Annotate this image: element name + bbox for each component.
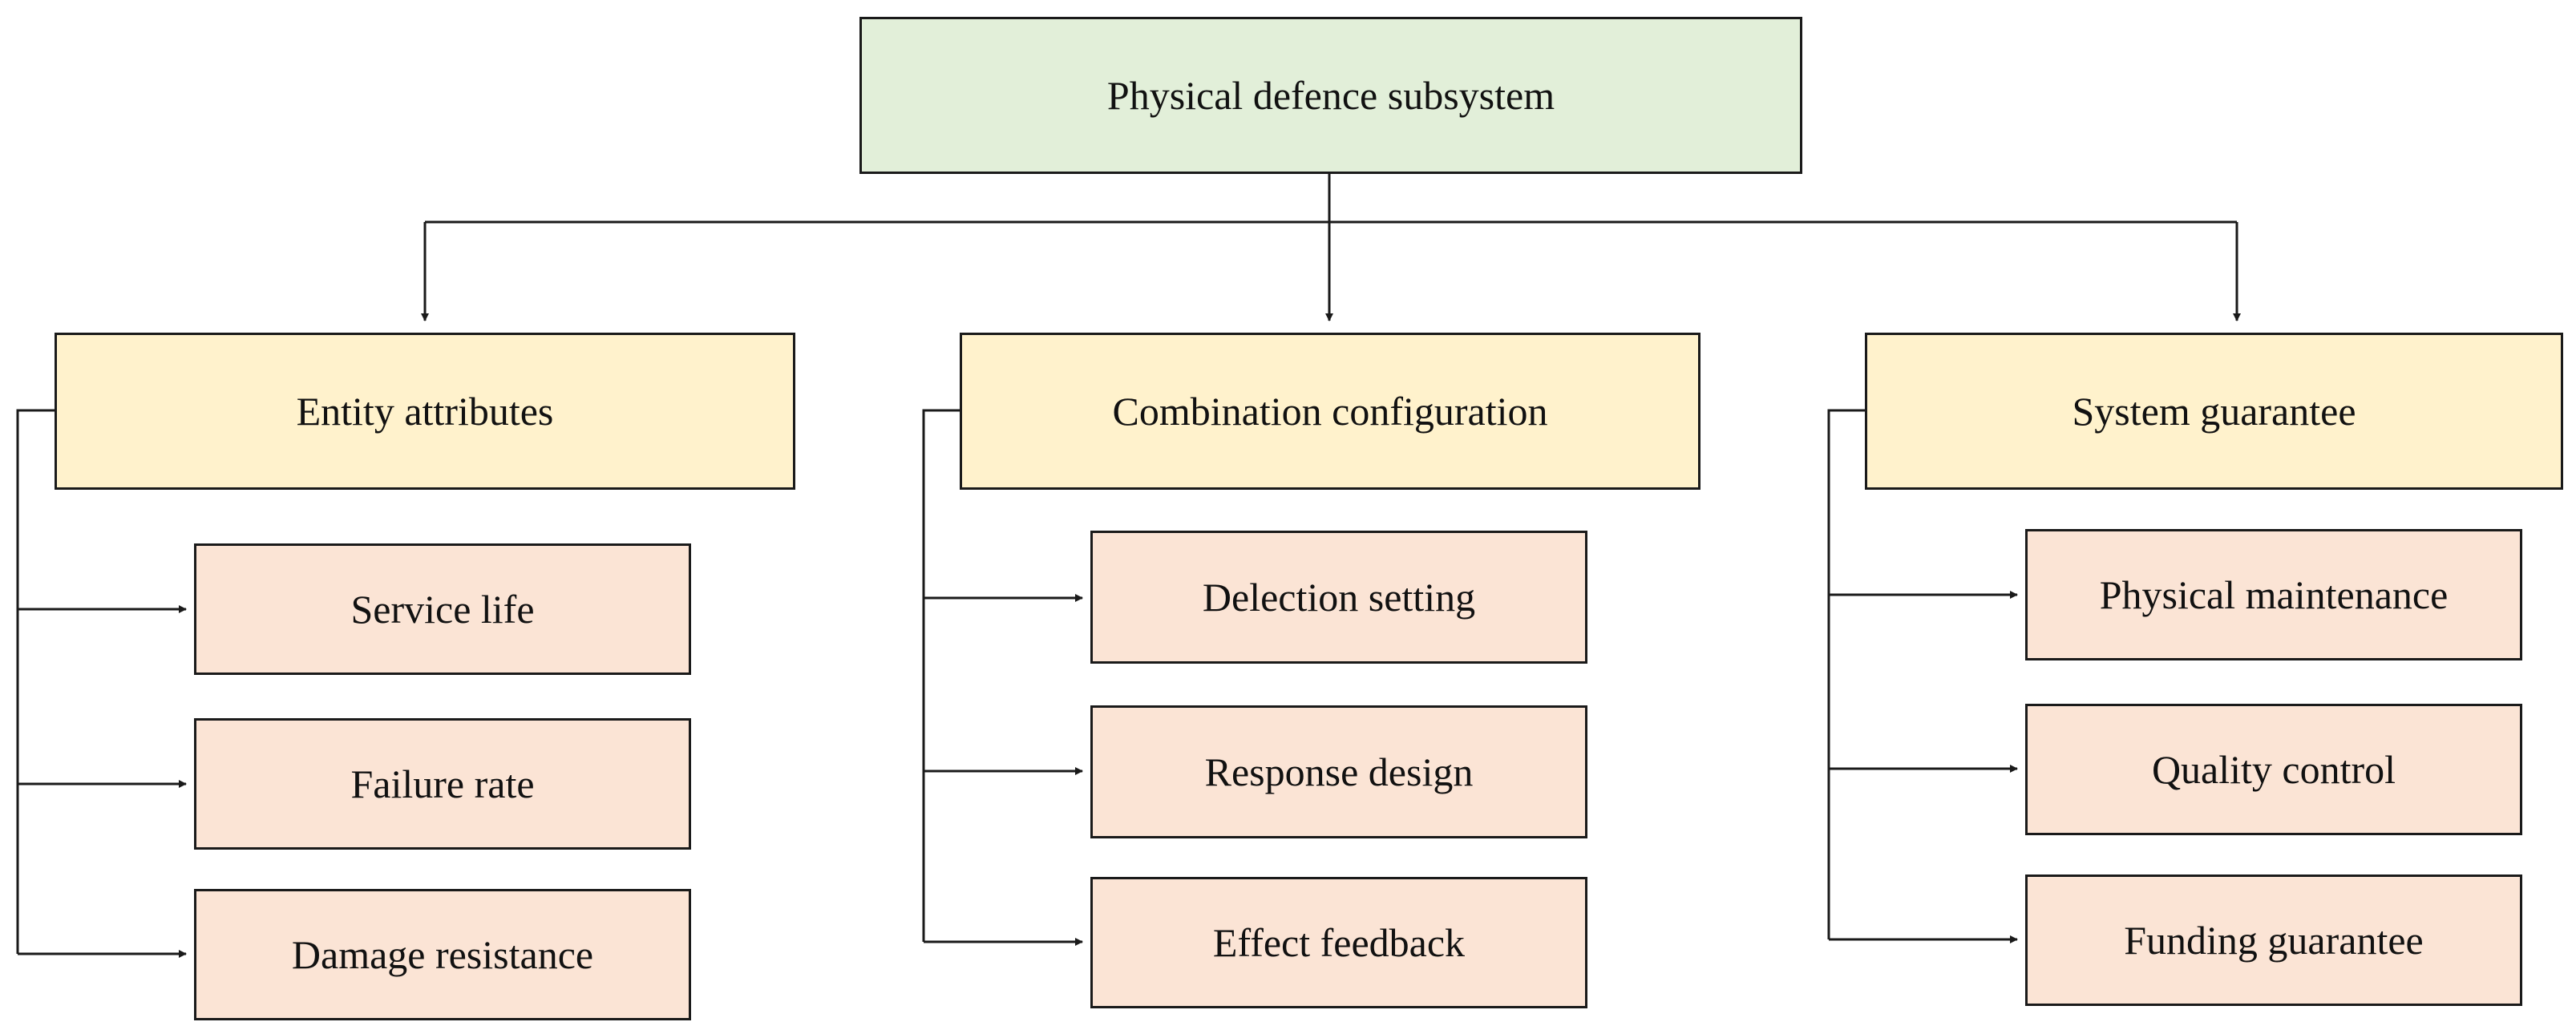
leaf-label: Quality control [2151, 746, 2396, 792]
leaf-label: Physical maintenance [2099, 572, 2449, 617]
category-node-entity-attributes: Entity attributes [55, 333, 795, 490]
root-node-label: Physical defence subsystem [1106, 72, 1555, 118]
leaf-node-response-design: Response design [1090, 705, 1587, 838]
leaf-label: Funding guarantee [2124, 917, 2424, 963]
combination-configuration-spine [922, 409, 960, 942]
leaf-node-delection-setting: Delection setting [1090, 531, 1587, 664]
leaf-label: Service life [350, 586, 535, 632]
leaf-label: Effect feedback [1212, 919, 1466, 965]
leaf-label: Delection setting [1202, 574, 1476, 620]
leaf-node-effect-feedback: Effect feedback [1090, 877, 1587, 1008]
category-label: System guarantee [2072, 388, 2356, 434]
leaf-label: Response design [1204, 749, 1474, 794]
entity-attributes-spine [16, 409, 55, 954]
leaf-node-physical-maintenance: Physical maintenance [2025, 529, 2522, 660]
category-node-combination-configuration: Combination configuration [960, 333, 1700, 490]
leaf-node-funding-guarantee: Funding guarantee [2025, 874, 2522, 1006]
system-guarantee-spine [1827, 409, 1865, 939]
leaf-label: Damage resistance [291, 931, 594, 977]
category-node-system-guarantee: System guarantee [1865, 333, 2563, 490]
leaf-node-quality-control: Quality control [2025, 704, 2522, 835]
leaf-label: Failure rate [350, 761, 535, 806]
leaf-node-damage-resistance: Damage resistance [194, 889, 691, 1020]
category-label: Combination configuration [1112, 388, 1548, 434]
leaf-node-failure-rate: Failure rate [194, 718, 691, 850]
root-node: Physical defence subsystem [859, 17, 1802, 174]
leaf-node-service-life: Service life [194, 543, 691, 675]
category-label: Entity attributes [296, 388, 554, 434]
